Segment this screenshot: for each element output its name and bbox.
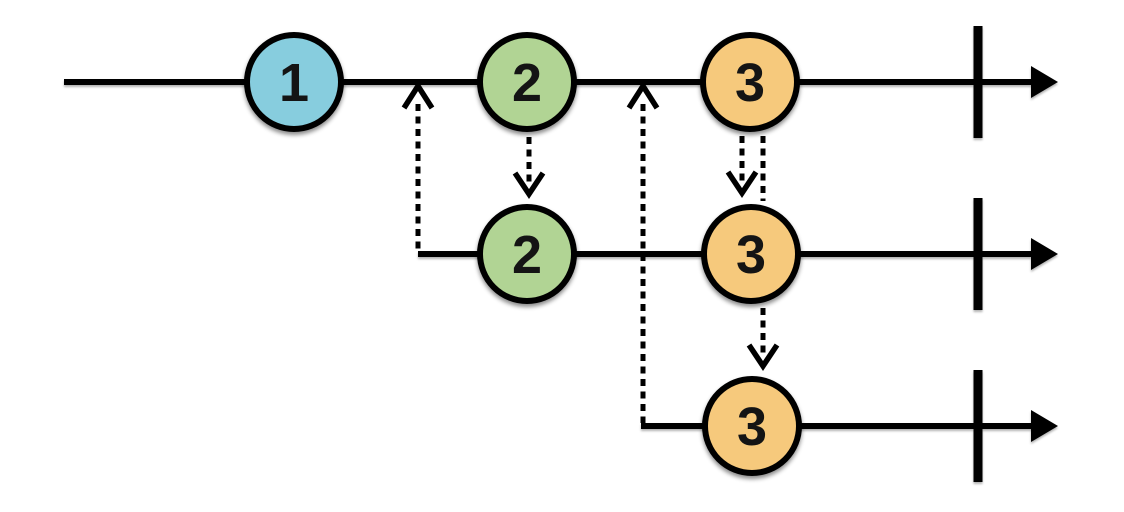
timeline-1-event-3-label: 3 <box>735 53 765 113</box>
diagram-strokes: 1 2 3 2 3 3 <box>64 26 1058 482</box>
marble-labels: 1 2 3 2 3 3 <box>279 53 767 457</box>
timeline-1-event-3-circle <box>700 32 800 132</box>
event-3-forward-a-down-arrowhead-icon <box>725 170 759 198</box>
timeline-1-event-1-label: 1 <box>279 53 309 113</box>
timeline-2-event-3-circle <box>701 204 801 304</box>
timeline-2-event-2-label: 2 <box>512 225 542 285</box>
subscribe-arrow-2-up-arrowhead-icon <box>626 80 660 110</box>
timeline-1-event-1-circle <box>244 32 344 132</box>
timeline-1-arrowhead-icon <box>1031 66 1058 98</box>
timeline-2-arrowhead-icon <box>1031 238 1058 270</box>
timeline-3-event-3-label: 3 <box>737 397 767 457</box>
timeline-3-arrowhead-icon <box>1031 410 1058 442</box>
timeline-2-event-2-circle <box>477 204 577 304</box>
marbles <box>244 32 802 476</box>
event-2-forward-down-arrowhead-icon <box>512 171 546 199</box>
timeline-1-event-2-label: 2 <box>512 53 542 113</box>
timeline-1-event-2-circle <box>477 32 577 132</box>
timeline-3-event-3-circle <box>702 376 802 476</box>
event-3-forward-b-down-arrowhead-icon <box>746 343 780 371</box>
dashed-connectors <box>401 80 780 423</box>
timeline-2-event-3-label: 3 <box>736 225 766 285</box>
subscribe-arrow-1-up-arrowhead-icon <box>401 80 435 110</box>
